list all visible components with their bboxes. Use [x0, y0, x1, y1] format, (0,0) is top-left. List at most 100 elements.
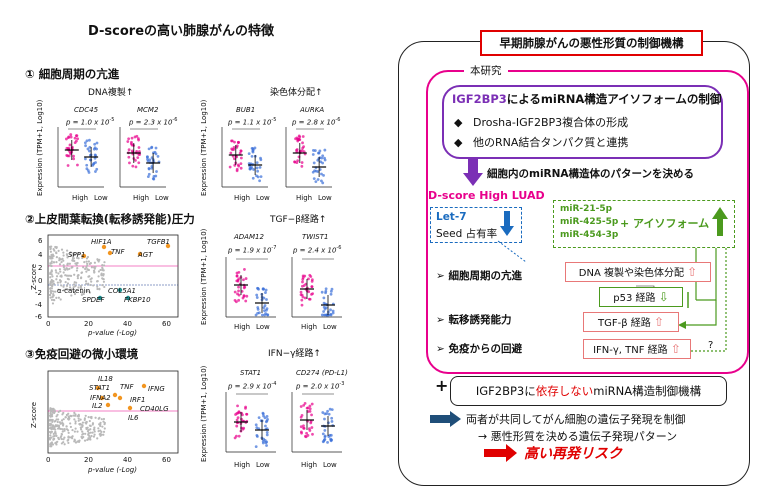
y-tick: -6: [35, 313, 42, 321]
study-box: [426, 70, 749, 374]
volcano-point: [94, 416, 97, 419]
data-point: [244, 277, 248, 280]
data-point: [263, 309, 266, 313]
data-point: [137, 138, 140, 142]
cooperation-text: 両者が共同してがん細胞の遺伝子発現を制御: [466, 413, 686, 426]
data-point: [73, 136, 77, 140]
data-point: [253, 146, 257, 150]
data-point: [300, 284, 304, 288]
volcano-point: [66, 282, 70, 285]
volcano-point: [99, 432, 102, 435]
data-point: [259, 156, 262, 160]
volcano-point: [99, 268, 102, 272]
volcano-point: [69, 274, 73, 277]
data-point: [128, 161, 131, 165]
volcano-point: [52, 437, 56, 440]
volcano-plot-emt: [47, 234, 179, 318]
volcano-point: [58, 278, 62, 282]
indep-b: 依存しない: [535, 384, 594, 398]
volcano-point: [92, 284, 95, 287]
data-point: [236, 404, 239, 408]
pvalue-axis: p-value (-Log): [88, 329, 137, 337]
highlight-point: [99, 395, 105, 401]
volcano-point: [60, 275, 63, 278]
volcano-point: [80, 293, 83, 296]
volcano-point: [88, 275, 91, 278]
volcano-label: IL2: [92, 402, 103, 410]
data-point: [330, 416, 334, 420]
down-arrow-purple-icon: [463, 159, 483, 186]
volcano-point: [61, 422, 64, 425]
data-point: [242, 278, 245, 282]
volcano-point: [87, 282, 90, 285]
volcano-point: [93, 428, 96, 431]
volcano-point: [50, 281, 53, 284]
data-point: [88, 138, 91, 142]
volcano-point: [57, 296, 60, 299]
data-point: [136, 156, 140, 160]
data-point: [250, 155, 254, 158]
data-point: [299, 425, 303, 429]
volcano-point: [101, 425, 104, 428]
data-point: [324, 289, 328, 293]
data-point: [137, 161, 141, 165]
data-point: [265, 433, 269, 437]
volcano-label-fkbp10: FKBP10: [124, 296, 151, 304]
x-high: High: [234, 323, 251, 331]
data-point: [250, 147, 254, 150]
data-point: [236, 292, 239, 296]
x-low: Low: [256, 194, 270, 202]
volcano-point: [102, 417, 106, 421]
volcano-point: [83, 418, 86, 421]
volcano-point: [58, 263, 62, 266]
volcano-point: [60, 435, 63, 438]
volcano-point: [102, 430, 106, 433]
data-point: [330, 287, 334, 291]
volcano-point: [98, 288, 101, 291]
data-point: [65, 137, 68, 141]
data-point: [236, 278, 240, 282]
volcano-point: [79, 428, 83, 431]
volcano-point: [75, 281, 78, 284]
volcano-point: [53, 249, 56, 252]
volcano-point: [67, 418, 70, 421]
data-point: [236, 416, 240, 420]
y-tick: 6: [38, 237, 43, 245]
data-point: [252, 168, 255, 171]
volcano-point: [52, 298, 55, 302]
volcano-point: [58, 257, 61, 260]
x-low: Low: [318, 194, 332, 202]
volcano-point: [54, 269, 57, 272]
data-point: [309, 421, 313, 425]
data-point: [323, 434, 327, 438]
volcano-point: [96, 259, 100, 262]
volcano-point: [63, 428, 66, 431]
data-point: [310, 279, 314, 283]
volcano-point: [65, 425, 68, 428]
mechanism-header: 早期肺腺がんの悪性形質の制御機構: [480, 30, 703, 56]
data-point: [67, 154, 71, 158]
data-point: [134, 165, 138, 169]
data-point: [318, 149, 322, 153]
right-arrow-navy-icon: [430, 411, 461, 427]
volcano-point: [85, 289, 88, 293]
data-point: [134, 158, 137, 162]
volcano-point: [77, 286, 80, 289]
volcano-point: [101, 264, 104, 267]
data-point: [75, 134, 79, 138]
pvalue-text: p = 1.0 x 10: [66, 118, 110, 127]
tgf-pathway-label: TGF−β経路↑: [270, 215, 327, 225]
volcano-point: [50, 287, 53, 290]
volcano-point: [90, 434, 93, 438]
x-tick: 20: [84, 456, 93, 464]
volcano-point: [77, 417, 80, 420]
volcano-point: [49, 264, 53, 267]
volcano-point: [49, 257, 52, 260]
feature-2: ➢ 転移誘発能力: [436, 314, 512, 326]
data-point: [307, 297, 311, 301]
volcano-point: [52, 261, 55, 264]
data-point: [314, 180, 318, 184]
volcano-point: [102, 280, 106, 283]
plus-isoform: + アイソフォーム: [620, 217, 710, 230]
volcano-point: [61, 257, 64, 261]
